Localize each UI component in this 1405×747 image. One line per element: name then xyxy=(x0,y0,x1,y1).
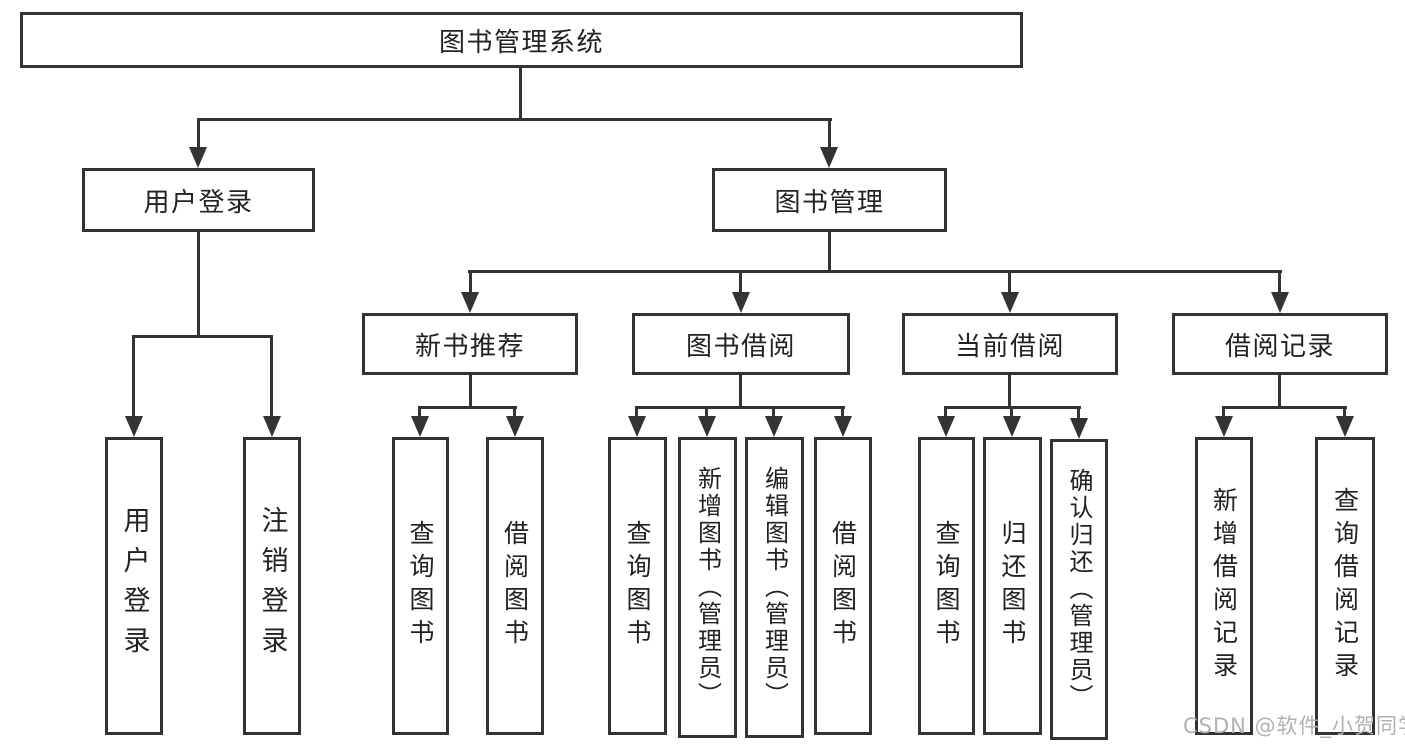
connector-drop-current-borrow xyxy=(1008,270,1011,293)
connector-drop-new-book xyxy=(469,270,472,293)
arrow-down-icon xyxy=(189,147,207,168)
arrow-down-icon xyxy=(698,416,716,437)
arrow-down-icon xyxy=(937,416,955,437)
arrow-down-icon xyxy=(1001,292,1019,313)
arrow-down-icon xyxy=(263,416,281,437)
connector-drop-nb-borrow xyxy=(513,406,516,417)
leaf-rec-query-borrow-record: 查询借阅记录 xyxy=(1315,437,1375,735)
leaf-nb-borrow-book: 借阅图书 xyxy=(486,437,544,735)
node-label: 新书推荐 xyxy=(414,331,525,362)
node-library-management-system: 图书管理系统 xyxy=(20,12,1023,68)
leaf-cb-return-book: 归还图书 xyxy=(983,437,1042,735)
arrow-down-icon xyxy=(628,416,646,437)
node-book-management: 图书管理 xyxy=(712,168,947,232)
connector-book-management-stem xyxy=(828,232,831,270)
leaf-label: 注销登录 xyxy=(256,506,288,666)
connector-book-management-crossbar xyxy=(468,270,1282,273)
connector-root-crossbar xyxy=(197,118,832,121)
connector-drop-login-leaf xyxy=(132,335,135,417)
connector-root-stem xyxy=(519,68,522,118)
leaf-cb-query-book: 查询图书 xyxy=(918,437,975,735)
leaf-label: 查询图书 xyxy=(623,520,652,652)
leaf-label: 查询图书 xyxy=(932,520,961,652)
node-label: 图书管理 xyxy=(774,187,885,218)
connector-user-login-stem xyxy=(197,232,200,335)
leaf-label: 查询图书 xyxy=(406,520,435,652)
connector-drop-bw-edit xyxy=(772,406,775,417)
arrow-down-icon xyxy=(765,416,783,437)
connector-drop-bw-query xyxy=(635,406,638,417)
leaf-cb-confirm-return-admin: 确认归还（管理员） xyxy=(1050,439,1108,740)
node-borrow-records: 借阅记录 xyxy=(1172,313,1388,375)
leaf-label: 新增借阅记录 xyxy=(1209,487,1239,685)
connector-borrow-records-stem xyxy=(1278,375,1281,406)
connector-drop-rec-add xyxy=(1222,406,1225,417)
connector-drop-book-borrow xyxy=(739,270,742,293)
leaf-bw-add-book-admin: 新增图书（管理员） xyxy=(678,437,737,738)
node-current-borrow: 当前借阅 xyxy=(902,313,1118,375)
leaf-label: 借阅图书 xyxy=(500,520,530,652)
node-label: 用户登录 xyxy=(143,187,254,218)
connector-drop-cb-return xyxy=(1010,406,1013,417)
arrow-down-icon xyxy=(1003,416,1021,437)
arrow-down-icon xyxy=(820,147,838,168)
node-label: 图书管理系统 xyxy=(438,27,604,58)
connector-current-borrow-stem xyxy=(1008,375,1011,406)
leaf-label: 用户登录 xyxy=(118,506,150,666)
watermark: CSDN @软件_小贺同学 xyxy=(1183,714,1405,738)
connector-new-book-crossbar xyxy=(418,406,517,409)
leaf-bw-borrow-book: 借阅图书 xyxy=(814,437,872,735)
connector-drop-cb-confirm xyxy=(1077,406,1080,419)
connector-drop-rec-query xyxy=(1343,406,1346,417)
arrow-down-icon xyxy=(1336,416,1354,437)
connector-drop-cb-query xyxy=(944,406,947,417)
node-new-book-recommend: 新书推荐 xyxy=(362,313,578,375)
leaf-nb-query-book: 查询图书 xyxy=(392,437,449,735)
connector-drop-user-login xyxy=(197,118,200,148)
node-label: 图书借阅 xyxy=(685,331,796,362)
node-label: 当前借阅 xyxy=(954,331,1065,362)
leaf-logout-login: 注销登录 xyxy=(243,437,301,735)
leaf-label: 确认归还（管理员） xyxy=(1065,468,1093,711)
node-label: 借阅记录 xyxy=(1224,331,1335,362)
connector-new-book-stem xyxy=(469,375,472,406)
connector-drop-borrow-records xyxy=(1278,270,1281,293)
connector-drop-book-management xyxy=(828,118,831,148)
connector-drop-bw-add xyxy=(705,406,708,417)
arrow-down-icon xyxy=(732,292,750,313)
leaf-label: 归还图书 xyxy=(998,520,1027,652)
arrow-down-icon xyxy=(461,292,479,313)
arrow-down-icon xyxy=(411,416,429,437)
leaf-user-login: 用户登录 xyxy=(105,437,163,735)
connector-book-borrow-stem xyxy=(739,375,742,406)
connector-drop-bw-borrow xyxy=(841,406,844,417)
leaf-label: 编辑图书（管理员） xyxy=(760,466,789,709)
connector-book-borrow-crossbar xyxy=(635,406,845,409)
arrow-down-icon xyxy=(1271,292,1289,313)
arrow-down-icon xyxy=(125,416,143,437)
arrow-down-icon xyxy=(1215,416,1233,437)
node-book-borrow: 图书借阅 xyxy=(632,313,850,375)
node-user-login: 用户登录 xyxy=(82,168,315,232)
connector-drop-logout-leaf xyxy=(270,335,273,417)
arrow-down-icon xyxy=(1070,418,1088,439)
leaf-bw-edit-book-admin: 编辑图书（管理员） xyxy=(745,437,804,738)
connector-user-login-crossbar xyxy=(132,335,273,338)
leaf-label: 借阅图书 xyxy=(828,520,858,652)
connector-borrow-records-crossbar xyxy=(1222,406,1347,409)
leaf-label: 新增图书（管理员） xyxy=(693,466,722,709)
arrow-down-icon xyxy=(506,416,524,437)
leaf-label: 查询借阅记录 xyxy=(1330,487,1360,685)
connector-drop-nb-query xyxy=(418,406,421,417)
leaf-rec-add-borrow-record: 新增借阅记录 xyxy=(1195,437,1253,735)
arrow-down-icon xyxy=(834,416,852,437)
leaf-bw-query-book: 查询图书 xyxy=(608,437,667,735)
